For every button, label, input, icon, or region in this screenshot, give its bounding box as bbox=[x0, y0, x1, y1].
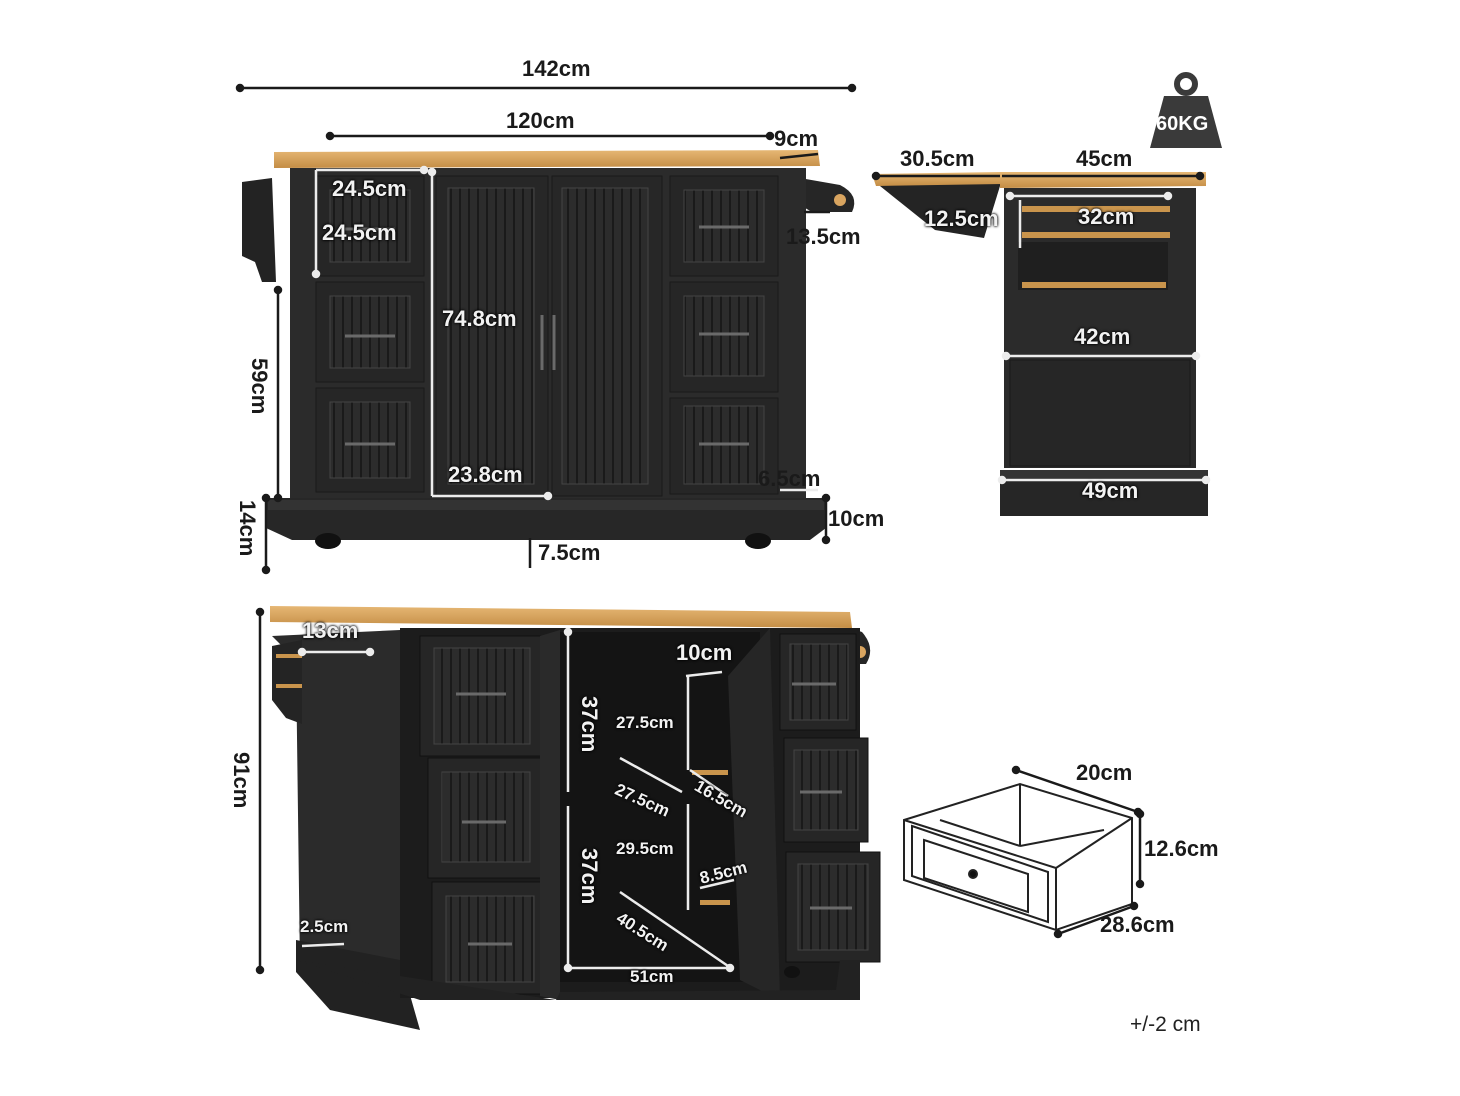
overall-width-label: 142cm bbox=[522, 56, 591, 81]
overlay-dimension-lines bbox=[297, 165, 1211, 973]
plinth-height-label: 10cm bbox=[828, 506, 885, 531]
base-height-label: 14cm bbox=[235, 500, 260, 557]
shelf-width-label: 32cm bbox=[1078, 204, 1135, 229]
drawer-detail-figure bbox=[903, 782, 1133, 932]
body-height-label: 59cm bbox=[247, 358, 272, 415]
leaf-height-label: 12.5cm bbox=[924, 206, 999, 231]
drawer-detail-depth-label: 28.6cm bbox=[1100, 912, 1175, 937]
drawer-detail-height-label: 12.6cm bbox=[1144, 836, 1219, 861]
lower-height-label: 37cm bbox=[577, 848, 602, 905]
shelf-gap-label: 10cm bbox=[676, 640, 733, 665]
drawer-height-label: 24.5cm bbox=[322, 220, 397, 245]
dimension-lines bbox=[235, 83, 1205, 975]
towel-bar-label: 13.5cm bbox=[786, 224, 861, 249]
body-depth-label: 42cm bbox=[1074, 324, 1131, 349]
side-view-cabinet bbox=[872, 172, 1208, 516]
side-depth-label: 6.5cm bbox=[758, 466, 821, 491]
shelf-depth-3-label: 29.5cm bbox=[616, 839, 674, 858]
weight-icon-shape bbox=[1150, 72, 1222, 148]
overhang-label: 9cm bbox=[774, 126, 819, 151]
top-depth-label: 45cm bbox=[1076, 146, 1133, 171]
side-rack-label: 13cm bbox=[302, 618, 359, 643]
tolerance-note: +/-2 cm bbox=[1130, 1013, 1201, 1036]
drawer-width-label: 24.5cm bbox=[332, 176, 407, 201]
door-width-label: 23.8cm bbox=[448, 462, 523, 487]
weight-label: 60KG bbox=[1156, 113, 1209, 135]
base-depth-label: 49cm bbox=[1082, 478, 1139, 503]
total-height-label: 91cm bbox=[229, 752, 254, 809]
wheel-clearance-label: 7.5cm bbox=[538, 540, 601, 565]
front-view-cabinet bbox=[242, 150, 855, 549]
foot-label: 2.5cm bbox=[300, 917, 349, 936]
open-view-cabinet bbox=[270, 606, 881, 1030]
drawer-detail-width-label: 20cm bbox=[1076, 760, 1133, 785]
door-height-label: 74.8cm bbox=[442, 306, 517, 331]
top-width-label: 120cm bbox=[506, 108, 575, 133]
inner-width-label: 51cm bbox=[630, 967, 674, 986]
shelf-depth-1-label: 27.5cm bbox=[616, 713, 674, 732]
drop-leaf-label: 30.5cm bbox=[900, 146, 975, 171]
upper-height-label: 37cm bbox=[577, 696, 602, 753]
